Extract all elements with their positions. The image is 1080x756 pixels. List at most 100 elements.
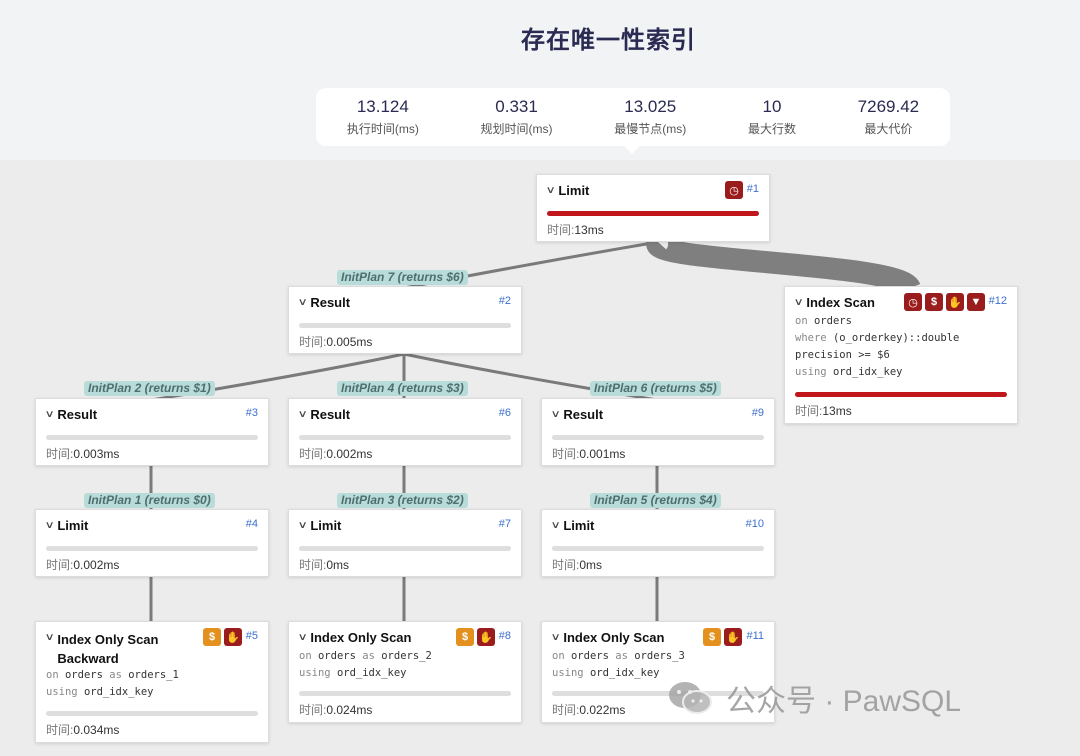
node-time: 时间:0ms bbox=[552, 556, 602, 573]
stat-slowest-node: 13.025 最慢节点(ms) bbox=[614, 97, 686, 137]
chevron-down-icon[interactable]: ∨ bbox=[44, 409, 55, 420]
time-bar bbox=[299, 435, 511, 440]
thumbs-down-icon: ✋ bbox=[224, 628, 242, 646]
time-value: 0.003ms bbox=[73, 447, 120, 461]
time-label: 时间: bbox=[299, 558, 327, 572]
time-value: 0ms bbox=[326, 558, 350, 572]
time-value: 0.002ms bbox=[73, 558, 120, 572]
plan-node-8[interactable]: ∨ Index Only Scan $ ✋ #8 on orders as or… bbox=[288, 621, 522, 723]
node-time: 时间:0.001ms bbox=[552, 445, 625, 462]
time-label: 时间: bbox=[299, 447, 327, 461]
time-bar bbox=[552, 691, 764, 696]
plan-node-1[interactable]: ∨ Limit ◷ #1 时间:13ms bbox=[536, 174, 770, 242]
stat-label: 最大代价 bbox=[864, 122, 913, 136]
time-label: 时间: bbox=[547, 223, 575, 237]
time-label: 时间: bbox=[46, 447, 74, 461]
time-label: 时间: bbox=[46, 723, 74, 737]
node-detail: on orders as orders_1 using ord_idx_key bbox=[46, 669, 179, 698]
node-id: #1 bbox=[746, 183, 759, 195]
node-time: 时间:0.034ms bbox=[46, 721, 119, 738]
plan-node-3[interactable]: ∨ Result #3 时间:0.003ms bbox=[35, 398, 269, 466]
time-bar bbox=[46, 711, 258, 716]
chevron-down-icon[interactable]: ∨ bbox=[550, 520, 561, 531]
dollar-icon: $ bbox=[703, 628, 721, 646]
time-label: 时间: bbox=[46, 558, 74, 572]
plan-node-12[interactable]: ∨ Index Scan ◷ $ ✋ ▼ #12 on orders where… bbox=[784, 286, 1018, 424]
time-label: 时间: bbox=[299, 703, 327, 717]
chevron-down-icon[interactable]: ∨ bbox=[44, 632, 55, 643]
node-time: 时间:0.024ms bbox=[299, 701, 372, 718]
time-value: 13ms bbox=[822, 404, 852, 418]
node-id: #7 bbox=[498, 518, 511, 530]
clock-icon: ◷ bbox=[725, 181, 743, 199]
time-bar bbox=[547, 211, 759, 216]
node-time: 时间:0.002ms bbox=[46, 556, 119, 573]
plan-node-10[interactable]: ∨ Limit #10 时间:0ms bbox=[541, 509, 775, 577]
node-time: 时间:0.003ms bbox=[46, 445, 119, 462]
chevron-down-icon[interactable]: ∨ bbox=[297, 297, 308, 308]
stats-panel: 13.124 执行时间(ms) 0.331 规划时间(ms) 13.025 最慢… bbox=[316, 88, 950, 146]
edge-1-12 bbox=[646, 234, 921, 296]
chevron-down-icon[interactable]: ∨ bbox=[297, 632, 308, 643]
dollar-icon: $ bbox=[456, 628, 474, 646]
stat-value: 13.025 bbox=[624, 97, 677, 116]
plan-node-11[interactable]: ∨ Index Only Scan $ ✋ #11 on orders as o… bbox=[541, 621, 775, 723]
time-value: 0.022ms bbox=[579, 703, 626, 717]
node-id: #5 bbox=[245, 630, 258, 642]
wechat-icon bbox=[668, 680, 712, 716]
stat-label: 最慢节点(ms) bbox=[614, 122, 687, 136]
chevron-down-icon[interactable]: ∨ bbox=[297, 409, 308, 420]
stats-caret bbox=[624, 146, 640, 154]
plan-node-9[interactable]: ∨ Result #9 时间:0.001ms bbox=[541, 398, 775, 466]
page-title: 存在唯一性索引 bbox=[521, 27, 696, 54]
filter-icon: ▼ bbox=[967, 293, 985, 311]
stat-planning-time: 0.331 规划时间(ms) bbox=[481, 97, 553, 137]
node-time: 时间:0.002ms bbox=[299, 445, 372, 462]
node-detail: on orders as orders_3 using ord_idx_key bbox=[552, 650, 685, 679]
time-bar-fill bbox=[795, 392, 1007, 397]
time-label: 时间: bbox=[795, 404, 823, 418]
chevron-down-icon[interactable]: ∨ bbox=[545, 185, 556, 196]
node-name: Result bbox=[57, 407, 98, 422]
plan-node-7[interactable]: ∨ Limit #7 时间:0ms bbox=[288, 509, 522, 577]
node-name: Result bbox=[310, 295, 351, 310]
node-name: Result bbox=[563, 407, 604, 422]
node-name: Index Only Scan bbox=[563, 630, 665, 645]
node-detail: on orders where (o_orderkey)::double pre… bbox=[795, 315, 960, 378]
plan-node-6[interactable]: ∨ Result #6 时间:0.002ms bbox=[288, 398, 522, 466]
time-bar bbox=[552, 546, 764, 551]
time-bar bbox=[795, 392, 1007, 397]
initplan-label: InitPlan 2 (returns $1) bbox=[84, 381, 215, 396]
node-time: 时间:0.005ms bbox=[299, 333, 372, 350]
chevron-down-icon[interactable]: ∨ bbox=[793, 297, 804, 308]
node-name: Index Only Scan bbox=[310, 630, 412, 645]
node-id: #8 bbox=[498, 630, 511, 642]
watermark: 公众号 · PawSQL bbox=[668, 676, 961, 720]
node-time: 时间:0ms bbox=[299, 556, 349, 573]
initplan-label: InitPlan 5 (returns $4) bbox=[590, 493, 721, 508]
node-name: Limit bbox=[310, 518, 342, 533]
chevron-down-icon[interactable]: ∨ bbox=[44, 520, 55, 531]
time-value: 0.001ms bbox=[579, 447, 626, 461]
time-bar-fill bbox=[547, 211, 759, 216]
chevron-down-icon[interactable]: ∨ bbox=[297, 520, 308, 531]
plan-node-2[interactable]: ∨ Result #2 时间:0.005ms bbox=[288, 286, 522, 354]
node-id: #12 bbox=[988, 295, 1007, 307]
thumbs-down-icon: ✋ bbox=[477, 628, 495, 646]
stat-value: 7269.42 bbox=[857, 97, 920, 116]
plan-node-4[interactable]: ∨ Limit #4 时间:0.002ms bbox=[35, 509, 269, 577]
chevron-down-icon[interactable]: ∨ bbox=[550, 409, 561, 420]
node-id: #3 bbox=[245, 407, 258, 419]
node-name: Limit bbox=[563, 518, 595, 533]
time-label: 时间: bbox=[552, 558, 580, 572]
time-bar bbox=[299, 546, 511, 551]
initplan-label: InitPlan 6 (returns $5) bbox=[590, 381, 721, 396]
time-label: 时间: bbox=[299, 335, 327, 349]
node-time: 时间:0.022ms bbox=[552, 701, 625, 718]
chevron-down-icon[interactable]: ∨ bbox=[550, 632, 561, 643]
node-name: Limit bbox=[558, 183, 590, 198]
node-id: #6 bbox=[498, 407, 511, 419]
node-name: Index Scan bbox=[806, 295, 875, 310]
